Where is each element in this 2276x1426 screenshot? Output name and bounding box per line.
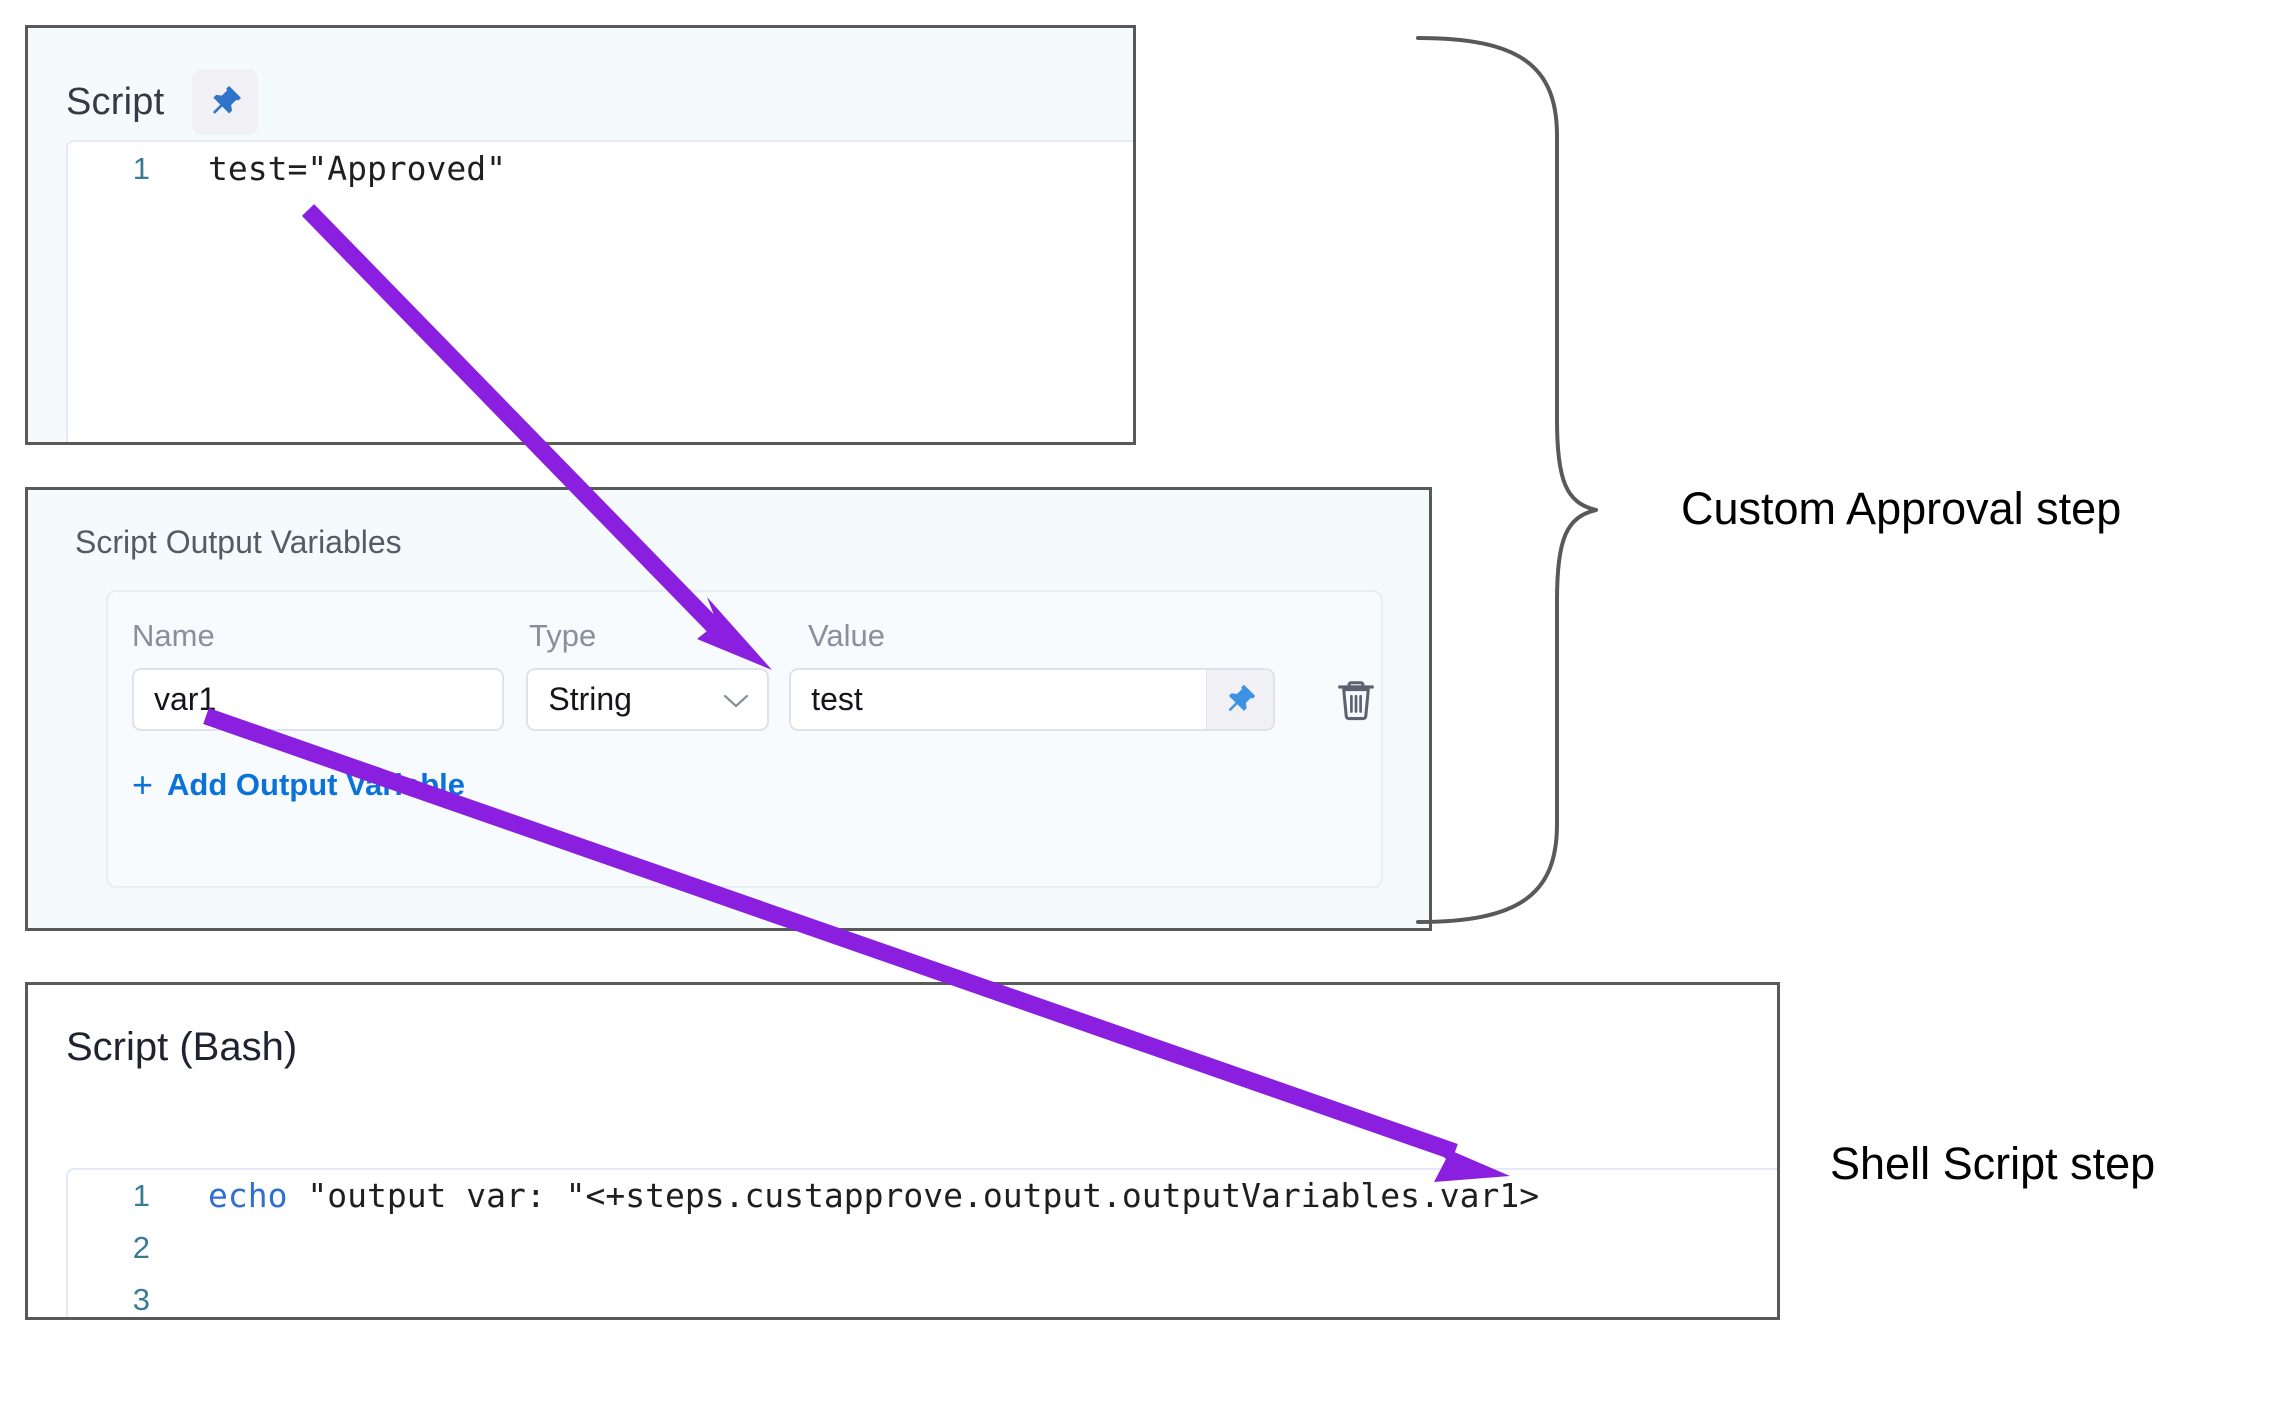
output-variables-column-headers: Name Type Value	[108, 592, 1381, 654]
bash-script-panel: Script (Bash) 1 echo "output var: "<+ste…	[25, 982, 1780, 1320]
variable-name-input[interactable]: var1	[132, 668, 505, 731]
code-line: 3	[68, 1274, 1777, 1317]
column-header-name: Name	[132, 618, 215, 653]
bash-code-editor[interactable]: 1 echo "output var: "<+steps.custapprove…	[66, 1168, 1777, 1317]
code-rest: "output var: "<+steps.custapprove.output…	[287, 1176, 1540, 1215]
trash-icon[interactable]	[1331, 671, 1381, 729]
line-number: 2	[132, 1230, 150, 1265]
output-variable-row: var1 String test	[108, 654, 1381, 731]
script-code-editor[interactable]: 1 test="Approved"	[66, 140, 1133, 442]
output-variables-title: Script Output Variables	[75, 524, 402, 560]
shell-script-annotation-label: Shell Script step	[1830, 1138, 2156, 1189]
column-header-type: Type	[529, 618, 597, 653]
variable-value-input[interactable]: test	[811, 681, 863, 717]
code-keyword: echo	[208, 1176, 288, 1215]
code-line: 1 test="Approved"	[68, 142, 1133, 196]
output-variables-card: Name Type Value var1 String test	[106, 590, 1383, 888]
add-output-variable-button[interactable]: + Add Output Variable	[108, 731, 1381, 803]
code-line: 2	[68, 1222, 1777, 1274]
variable-type-select[interactable]: String	[526, 668, 770, 731]
bash-panel-title: Script (Bash)	[66, 1025, 298, 1069]
add-output-variable-label: Add Output Variable	[167, 767, 465, 802]
variable-value-field: test	[789, 668, 1275, 731]
pushpin-icon[interactable]	[1205, 670, 1273, 729]
plus-icon: +	[132, 764, 154, 805]
line-number: 1	[132, 151, 150, 186]
line-number: 1	[132, 1178, 150, 1213]
code-line: 1 echo "output var: "<+steps.custapprove…	[68, 1170, 1777, 1222]
code-content: test="Approved"	[208, 149, 507, 188]
column-header-value: Value	[808, 618, 885, 653]
variable-type-value: String	[548, 681, 632, 717]
chevron-down-icon	[723, 687, 749, 713]
curly-brace-custom-approval	[1416, 36, 1598, 924]
code-content: echo "output var: "<+steps.custapprove.o…	[150, 1170, 1539, 1222]
script-panel-title: Script	[66, 80, 165, 123]
script-output-variables-panel: Script Output Variables Name Type Value …	[25, 487, 1432, 931]
script-panel-header: Script	[28, 28, 1133, 138]
custom-approval-annotation-label: Custom Approval step	[1681, 483, 2122, 534]
pushpin-icon[interactable]	[192, 69, 259, 135]
script-panel: Script 1 test="Approved"	[25, 25, 1136, 445]
line-number: 3	[132, 1282, 150, 1317]
